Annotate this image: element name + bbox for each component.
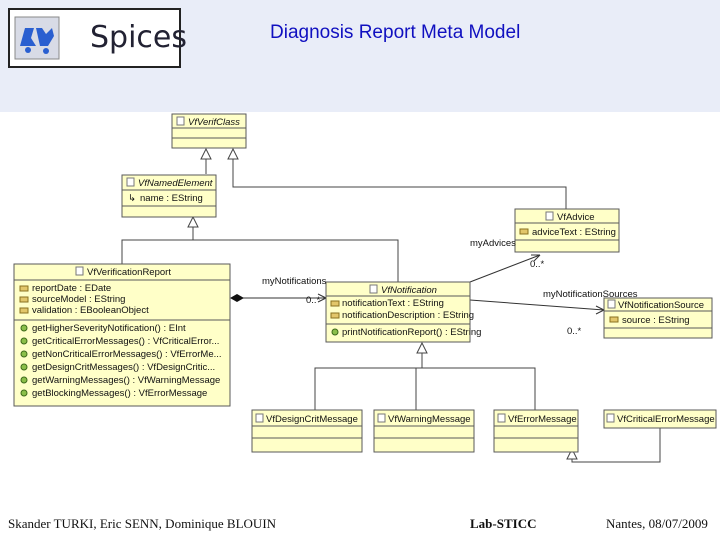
- class-name: VfNotification: [381, 285, 437, 296]
- operation-name: getWarningMessages() : VfWarningMessage: [32, 375, 220, 386]
- class-vferrormessage[interactable]: VfErrorMessage: [493, 409, 579, 453]
- operation-icon: [20, 350, 28, 358]
- class-vfnotificationsource[interactable]: VfNotificationSource source : EString: [603, 297, 713, 339]
- class-icon: [606, 413, 615, 423]
- role-my-notifications: myNotifications: [262, 276, 327, 287]
- logo-text: Spices: [90, 20, 188, 55]
- class-vfwarningmessage[interactable]: VfWarningMessage: [373, 409, 475, 453]
- generalization-arrow-verifclass-left: [200, 147, 212, 160]
- footer-date: Nantes, 08/07/2009: [606, 516, 708, 531]
- attribute-name: name : EString: [140, 193, 203, 204]
- generalization-subclasses-to-notification: [314, 346, 536, 410]
- operation-icon: [20, 376, 28, 384]
- generalization-advice-to-verifclass: [232, 152, 567, 210]
- class-icon: [377, 413, 386, 423]
- class-vfdesigncritmessage[interactable]: VfDesignCritMessage: [251, 409, 363, 453]
- multiplicity-my-notifications: 0..*: [306, 295, 321, 306]
- footer-lab: Lab-STICC: [470, 516, 537, 531]
- operation-name: getNonCriticalErrorMessages() : VfErrorM…: [32, 349, 222, 360]
- association-my-advices: [469, 254, 541, 283]
- attribute-icon: [519, 228, 529, 235]
- attribute-name: sourceModel : EString: [32, 294, 125, 305]
- uml-class-diagram: VfVerifClass VfNamedElement ↳ name : ESt…: [13, 113, 717, 463]
- operation-icon: [20, 363, 28, 371]
- operation-icon: [331, 328, 339, 336]
- attribute-name: source : EString: [622, 315, 690, 326]
- generalization-arrow-named: [187, 215, 199, 228]
- class-icon: [497, 413, 506, 423]
- attribute-name: reportDate : EDate: [32, 283, 111, 294]
- multiplicity-my-advices: 0..*: [530, 259, 545, 270]
- generalization-notification-to-named: [193, 239, 399, 282]
- spices-logo-icon: [14, 16, 60, 60]
- class-icon: [176, 116, 185, 126]
- attribute-name: validation : EBooleanObject: [32, 305, 149, 316]
- composition-diamond: [230, 294, 244, 302]
- operation-icon: [20, 389, 28, 397]
- class-icon: [369, 284, 378, 294]
- header-band: Spices Diagnosis Report Meta Model: [0, 0, 720, 112]
- class-name: VfErrorMessage: [508, 414, 577, 425]
- operation-name: getBlockingMessages() : VfErrorMessage: [32, 388, 207, 399]
- operation-name: getCriticalErrorMessages() : VfCriticalE…: [32, 336, 219, 347]
- class-name: VfVerifClass: [188, 117, 240, 128]
- operation-icon: [20, 324, 28, 332]
- association-arrowhead-sources: [595, 305, 605, 315]
- generalization-arrow-verifclass-right: [227, 147, 239, 160]
- role-my-notification-sources: myNotificationSources: [543, 289, 638, 300]
- role-my-advices: myAdvices: [470, 238, 516, 249]
- class-icon: [545, 211, 554, 221]
- operation-icon: [20, 337, 28, 345]
- attribute-icon: [19, 285, 29, 292]
- class-vfcriticalerrormessage[interactable]: VfCriticalErrorMessage: [603, 409, 717, 429]
- generalization-critical-to-error: [571, 428, 661, 463]
- association-arrowhead-notifications: [317, 293, 327, 303]
- footer-authors: Skander TURKI, Eric SENN, Dominique BLOU…: [8, 516, 277, 531]
- attribute-icon: [19, 296, 29, 303]
- class-name: VfNamedElement: [138, 178, 213, 189]
- operation-name: getHigherSeverityNotification() : EInt: [32, 323, 186, 334]
- attribute-icon: [19, 307, 29, 314]
- class-name: VfDesignCritMessage: [266, 414, 358, 425]
- class-name: VfNotificationSource: [618, 300, 704, 311]
- class-name: VfCriticalErrorMessage: [617, 414, 715, 425]
- class-icon: [126, 177, 135, 187]
- generalization-arrow-notification: [416, 341, 428, 354]
- attribute-name: notificationText : EString: [342, 298, 444, 309]
- attribute-icon: [330, 300, 340, 307]
- spices-logo: Spices: [8, 8, 187, 68]
- multiplicity-my-notification-sources: 0..*: [567, 326, 582, 337]
- class-vfverifclass[interactable]: VfVerifClass: [171, 113, 247, 149]
- class-vfverificationreport[interactable]: VfVerificationReport reportDate : EDate …: [13, 263, 231, 407]
- attribute-icon: ↳: [128, 193, 136, 204]
- generalization-arrow-error: [566, 447, 578, 460]
- class-vfnotification[interactable]: VfNotification notificationText : EStrin…: [325, 281, 481, 343]
- class-name: VfVerificationReport: [87, 267, 171, 278]
- association-arrowhead-advices: [531, 254, 541, 262]
- attribute-name: adviceText : EString: [532, 227, 616, 238]
- operation-name: printNotificationReport() : EString: [342, 327, 481, 338]
- class-vfadvice[interactable]: VfAdvice adviceText : EString: [514, 208, 620, 253]
- class-name: VfWarningMessage: [388, 414, 471, 425]
- attribute-name: notificationDescription : EString: [342, 310, 474, 321]
- attribute-icon: [330, 312, 340, 319]
- attribute-icon: [609, 316, 619, 323]
- slide-title: Diagnosis Report Meta Model: [270, 22, 521, 43]
- generalization-report-to-named: [121, 220, 194, 264]
- association-my-notification-sources: [469, 299, 605, 311]
- class-icon: [255, 413, 264, 423]
- class-vfnamedelement[interactable]: VfNamedElement ↳ name : EString: [121, 174, 217, 218]
- class-icon: [607, 299, 616, 309]
- operation-name: getDesignCritMessages() : VfDesignCritic…: [32, 362, 215, 373]
- class-name: VfAdvice: [557, 212, 595, 223]
- class-icon: [75, 266, 84, 276]
